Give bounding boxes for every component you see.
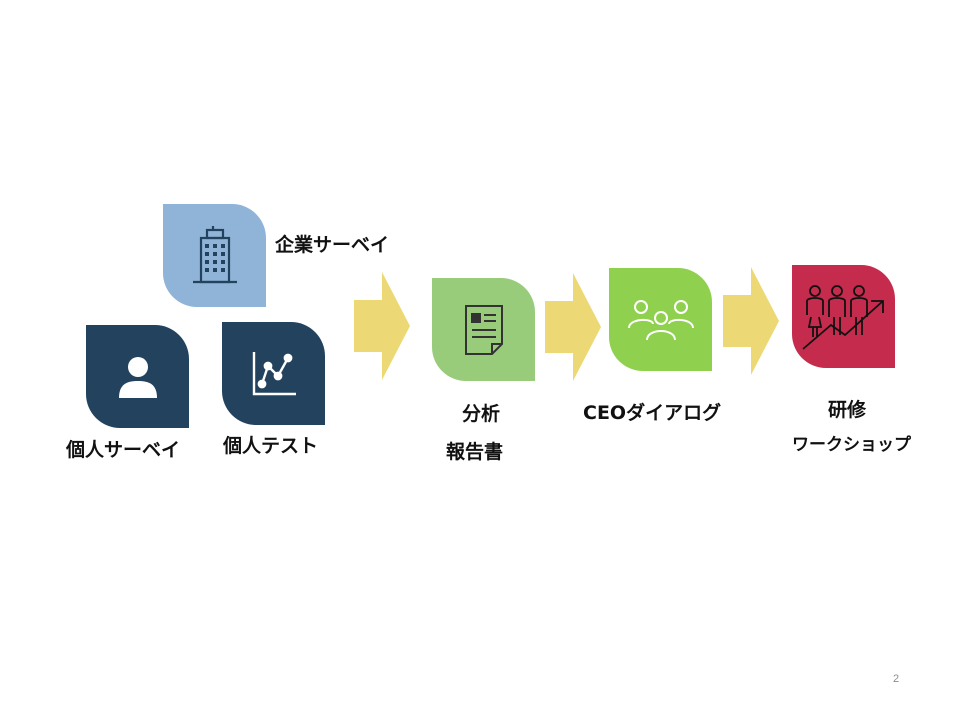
ceo-dialogue-label: CEOダイアログ bbox=[583, 402, 722, 424]
training-label-line1: 研修 bbox=[828, 399, 867, 421]
person-icon bbox=[113, 352, 163, 402]
line-graph-icon bbox=[250, 350, 298, 398]
personal-test-label: 個人テスト bbox=[223, 435, 319, 457]
group-icon bbox=[627, 298, 695, 342]
flow-arrow-3 bbox=[723, 267, 779, 375]
people-growth-icon bbox=[801, 283, 887, 351]
flow-arrow-1 bbox=[354, 272, 410, 380]
analysis-label-line2: 報告書 bbox=[446, 441, 504, 463]
personal-survey-label: 個人サーベイ bbox=[66, 439, 181, 461]
training-workshop-tile bbox=[792, 265, 895, 368]
ceo-dialogue-tile bbox=[609, 268, 712, 371]
company-survey-label: 企業サーベイ bbox=[275, 234, 390, 256]
page-number: 2 bbox=[893, 673, 900, 685]
analysis-report-tile bbox=[432, 278, 535, 381]
personal-survey-tile bbox=[86, 325, 189, 428]
company-survey-tile bbox=[163, 204, 266, 307]
training-label-line2: ワークショップ bbox=[792, 435, 911, 455]
analysis-label-line1: 分析 bbox=[462, 403, 501, 425]
flow-arrow-2 bbox=[545, 273, 601, 381]
building-icon bbox=[189, 225, 241, 286]
personal-test-tile bbox=[222, 322, 325, 425]
document-icon bbox=[464, 304, 504, 356]
